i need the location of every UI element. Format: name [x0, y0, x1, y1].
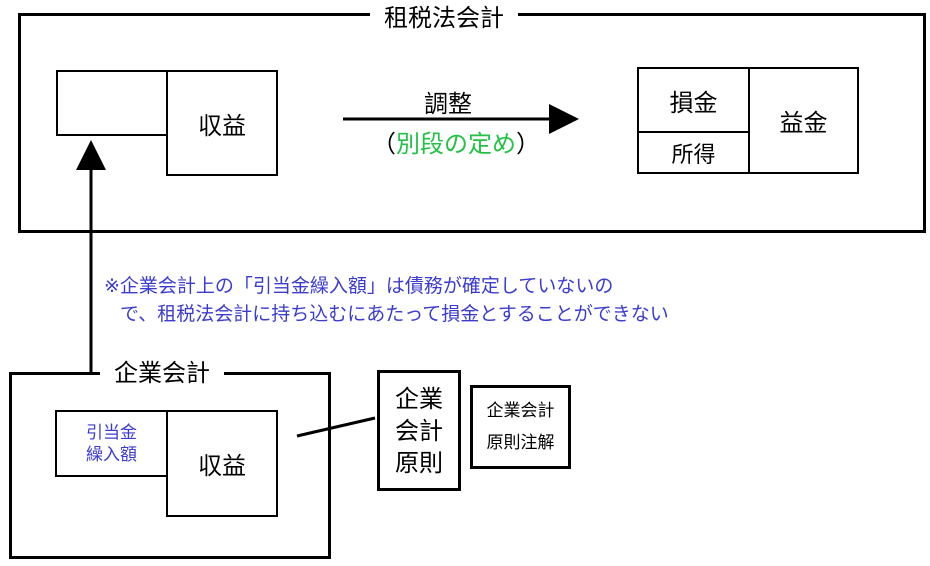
notes-line-1: 企業会計 — [486, 401, 555, 421]
provision-box: 引当金繰入額 — [55, 410, 168, 477]
gain-box: 益金 — [748, 67, 859, 174]
adjust-label: 調整 — [424, 90, 472, 118]
loss-box: 損金 — [637, 67, 750, 133]
principles-line-1: 企業 — [395, 384, 443, 413]
principles-line-2: 会計 — [395, 416, 443, 445]
tax-title: 租税法会計 — [370, 3, 518, 33]
paren-open: （ — [372, 130, 396, 158]
link-line — [296, 416, 376, 438]
provision-line-2: 繰入額 — [86, 444, 137, 465]
principles-box: 企業会計原則 — [377, 370, 461, 491]
income-box: 所得 — [637, 131, 750, 174]
corp-revenue-box: 収益 — [166, 410, 278, 517]
provision-line-1: 引当金 — [86, 422, 137, 443]
principles-line-3: 原則 — [395, 448, 443, 477]
special-rule: （別段の定め） — [372, 124, 540, 159]
note-line-1: ※企業会計上の「引当金繰入額」は債務が確定していないの — [104, 275, 614, 297]
paren-close: ） — [516, 130, 540, 158]
special-rule-text: 別段の定め — [396, 130, 516, 158]
tax-revenue-box: 収益 — [166, 70, 278, 176]
notes-line-2: 原則注解 — [486, 433, 555, 453]
principles-notes-box: 企業会計原則注解 — [470, 385, 571, 469]
corp-title: 企業会計 — [100, 358, 224, 388]
note-line-2: で、租税法会計に持ち込むにあたって損金とすることができない — [120, 303, 669, 325]
tax-empty-box — [56, 70, 168, 136]
